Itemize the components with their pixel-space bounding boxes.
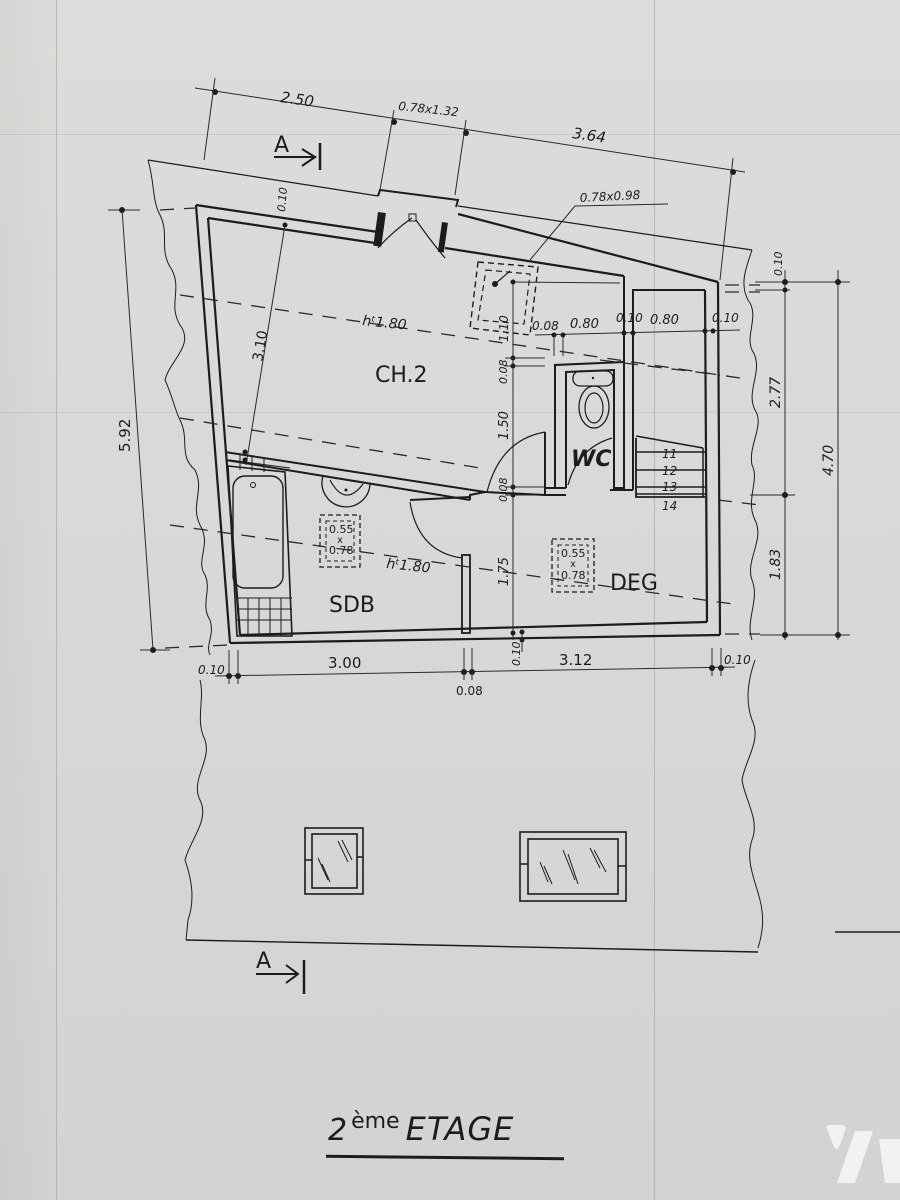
roof-window-left — [304, 827, 364, 895]
dim-ch2-depth: 3.10 — [250, 329, 271, 362]
svg-text:A: A — [256, 949, 271, 974]
room-label-deg: DEG — [610, 571, 658, 596]
stair-step-13: 13 — [662, 480, 677, 494]
dim-lower-right: 1.83 — [768, 549, 784, 580]
french-window — [373, 188, 460, 259]
room-label-wc: WC — [571, 447, 611, 472]
skylight-deg: 0.55 x 0.78 — [551, 538, 595, 593]
dim-mid-wall: 0.10 — [616, 311, 643, 325]
inner-horizontal-dimension: 0.08 0.80 0.10 0.80 0.10 — [532, 311, 741, 356]
ceiling-height-lines — [169, 294, 741, 606]
dim-wall-top-right: 0.10 — [772, 252, 785, 277]
stair-step-14: 14 — [662, 499, 677, 513]
dim-upper-right: 2.77 — [768, 377, 784, 408]
exterior-walls — [194, 203, 722, 645]
room-label-ch2: CH.2 — [375, 363, 428, 388]
dim-wall-top-left: 0.10 — [275, 187, 290, 213]
paper-fold-right — [654, 0, 655, 1200]
svg-text:0.55: 0.55 — [329, 523, 354, 536]
svg-text:0.55: 0.55 — [561, 547, 586, 560]
title-main: ETAGE — [405, 1110, 515, 1148]
room-label-sdb: SDB — [329, 593, 375, 618]
dim-partition: 0.08 — [456, 684, 483, 698]
paper-fold-left — [56, 0, 57, 1200]
title-floor-number: 2 — [328, 1113, 348, 1148]
svg-text:0.78: 0.78 — [329, 544, 354, 557]
section-marker-top: A — [274, 133, 322, 170]
bottom-dimension-line: 0.10 3.00 0.08 0.10 3.12 0.10 — [198, 629, 751, 698]
dim-sdb-width: 3.00 — [328, 654, 361, 672]
svg-text:x: x — [337, 535, 343, 546]
closet-dashed — [469, 261, 539, 336]
stairs: 11 12 13 14 — [635, 435, 705, 513]
dim-stair-width: 0.80 — [650, 313, 679, 328]
section-marker-bottom: A — [256, 949, 306, 994]
dim-ch2-wc: 1.50 — [497, 411, 512, 440]
sink — [321, 475, 371, 508]
wall-extension-dashes — [159, 207, 761, 649]
toilet — [572, 370, 614, 429]
svg-text:A: A — [274, 133, 289, 158]
sdb-door — [409, 496, 471, 634]
roof-window-right — [519, 831, 627, 902]
dim-wall-left: 0.10 — [198, 663, 225, 677]
dim-outer-wall: 0.10 — [712, 311, 739, 325]
top-dimension-line: 2.50 0.78x1.32 3.64 0.78x0.98 — [194, 77, 746, 281]
roof-outline — [147, 159, 900, 953]
wc-walls — [544, 276, 705, 496]
dim-top-left: 2.50 — [279, 88, 315, 110]
inner-vertical-dimension: 1.10 0.08 1.50 0.08 1.75 — [497, 279, 621, 640]
dim-deg-width: 3.12 — [559, 651, 592, 669]
dim-window-1: 0.78x1.32 — [398, 99, 460, 119]
svg-text:x: x — [570, 559, 576, 570]
dim-overall-right: 4.70 — [821, 445, 837, 476]
bathtub — [227, 455, 293, 637]
dim-overall-left: 5.92 — [116, 419, 134, 452]
stair-step-12: 12 — [662, 464, 677, 478]
ceiling-height-ch2: hᵗ1.80 — [362, 313, 408, 334]
dim-partition-b: 0.08 — [497, 478, 510, 503]
dim-wc-width: 0.80 — [570, 317, 599, 332]
right-dimension-line: 0.10 2.77 1.83 4.70 — [750, 252, 850, 640]
paper-fold-top — [0, 134, 900, 135]
title-superscript: ème — [351, 1109, 400, 1134]
left-dimension-line: 5.92 3.10 0.10 — [108, 187, 290, 653]
dim-row-partition: 0.08 — [532, 319, 559, 333]
dim-top-right: 3.64 — [571, 124, 607, 146]
ceiling-height-sdb: hᵗ1.80 — [386, 556, 432, 577]
skylight-sdb: 0.55 x 0.78 — [319, 514, 361, 568]
dim-window-2: 0.78x0.98 — [579, 188, 641, 205]
svg-text:0.78: 0.78 — [561, 569, 586, 582]
stair-step-11: 11 — [662, 447, 677, 461]
ch2-sdb-partition — [224, 431, 546, 501]
dim-partition-a: 0.08 — [497, 360, 510, 385]
dim-wall-right: 0.10 — [724, 653, 751, 667]
watermark-logo-icon — [826, 1125, 900, 1183]
dim-wall-bottom: 0.10 — [510, 642, 523, 667]
paper-fold-middle — [0, 412, 900, 413]
dim-closet: 1.10 — [497, 315, 511, 342]
